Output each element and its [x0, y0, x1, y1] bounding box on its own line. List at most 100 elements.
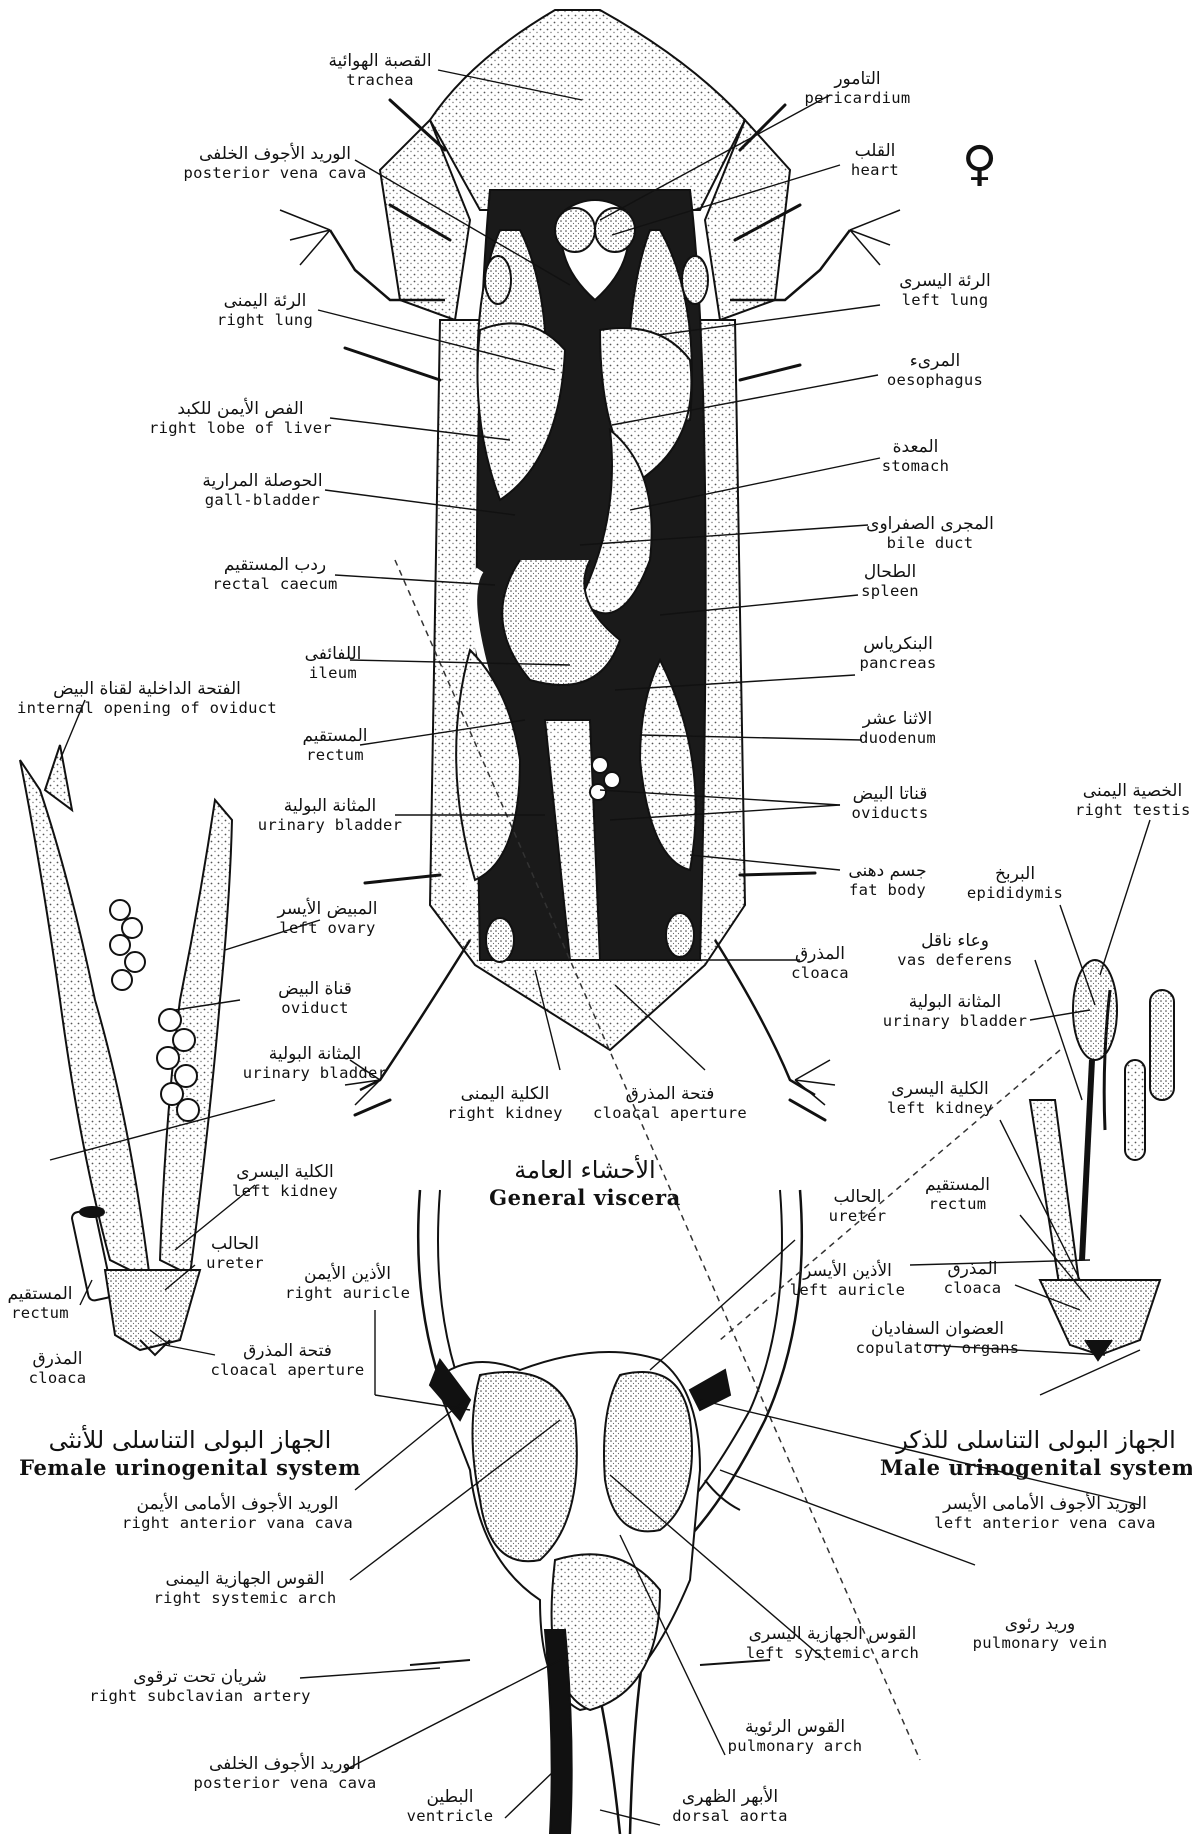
label-mur-ar: الحالب — [820, 1188, 895, 1208]
label-pvc-ar: الوريد الأجوف الخلفى — [170, 145, 380, 165]
label-ra-ar: الأذين الأيمن — [285, 1265, 410, 1285]
label-mr-en: rectum — [915, 1196, 1000, 1214]
label-male-rectum: المستقيمrectum — [915, 1176, 1000, 1213]
title-male-ar: الجهاز البولى التناسلى للذكر — [880, 1425, 1192, 1455]
label-la-ar: الأذين الأيسر — [785, 1262, 910, 1282]
title-female-en: Female urinogenital system — [0, 1455, 380, 1481]
label-da-en: dorsal aorta — [660, 1808, 800, 1826]
female-symbol: ♀ — [962, 140, 997, 188]
label-right-anterior-vena-cava: الوريد الأجوف الأمامى الأيمنright anteri… — [110, 1495, 365, 1532]
label-pv-ar: وريد رئوى — [970, 1615, 1110, 1635]
label-rk-en: right kidney — [440, 1105, 570, 1123]
label-left-lung: الرئة اليسرىleft lung — [895, 272, 995, 309]
label-vent-en: ventricle — [395, 1808, 505, 1826]
label-io-ar: الفتحة الداخلية لقناة البيض — [12, 680, 282, 700]
label-trachea-en: trachea — [300, 72, 460, 90]
label-pa-ar: القوس الرئوية — [720, 1718, 870, 1738]
label-female-urinary-bladder: المثانة البوليةurinary bladder — [240, 1045, 390, 1082]
label-cloaca-ar: المذرق — [780, 945, 860, 965]
label-fr-en: rectum — [0, 1305, 80, 1323]
label-urinary-bladder: المثانة البوليةurinary bladder — [255, 797, 405, 834]
label-mub-en: urinary bladder — [880, 1013, 1030, 1031]
label-left-lung-ar: الرئة اليسرى — [895, 272, 995, 292]
label-lavc-en: left anterior vena cava — [905, 1515, 1185, 1533]
label-trachea-ar: القصبة الهوائية — [300, 52, 460, 72]
label-mub-ar: المثانة البولية — [880, 993, 1030, 1013]
label-cloaca-en: cloaca — [780, 965, 860, 983]
label-fc-ar: المذرق — [20, 1350, 95, 1370]
label-pancreas-ar: البنكرياس — [848, 635, 948, 655]
label-flk-en: left kidney — [225, 1183, 345, 1201]
label-ileum: اللفائفىileum — [298, 645, 368, 682]
label-stomach-en: stomach — [868, 458, 963, 476]
label-duodenum-ar: الاثنا عشر — [845, 710, 950, 730]
label-mlk-en: left kidney — [880, 1100, 1000, 1118]
label-io-en: internal opening of oviduct — [12, 700, 282, 718]
label-male-urinary-bladder: المثانة البوليةurinary bladder — [880, 993, 1030, 1030]
label-fatbody-en: fat body — [840, 882, 935, 900]
label-gall-ar: الحوصلة المرارية — [195, 472, 330, 492]
label-rectum: المستقيمrectum — [295, 727, 375, 764]
label-da-ar: الأبهر الظهرى — [660, 1788, 800, 1808]
label-gall-en: gall-bladder — [195, 492, 330, 510]
title-male-en: Male urinogenital system — [880, 1455, 1192, 1481]
label-mc-en: cloaca — [935, 1280, 1010, 1298]
label-fur-ar: الحالب — [200, 1235, 270, 1255]
label-vd-ar: وعاء ناقل — [895, 932, 1015, 952]
label-la-en: left auricle — [785, 1282, 910, 1300]
label-bile-en: bile duct — [860, 535, 1000, 553]
label-rt-ar: الخصية اليمنى — [1075, 782, 1190, 802]
label-pancreas-en: pancreas — [848, 655, 948, 673]
title-general-viscera: الأحشاء العامة General viscera — [470, 1155, 700, 1211]
label-pericardium-en: pericardium — [795, 90, 920, 108]
label-oviducts-en: oviducts — [840, 805, 940, 823]
label-mc-ar: المذرق — [935, 1260, 1010, 1280]
label-bile-ar: المجرى الصفراوى — [860, 515, 1000, 535]
label-fca-ar: فتحة المذرق — [205, 1342, 370, 1362]
label-fc-en: cloaca — [20, 1370, 95, 1388]
label-lo-ar: المبيض الأيسر — [260, 900, 395, 920]
label-hpvc-en: posterior vena cava — [185, 1775, 385, 1793]
label-liver-ar: الفص الأيمن للكبد — [148, 400, 333, 420]
title-general-ar: الأحشاء العامة — [470, 1155, 700, 1185]
label-rectal-caecum: ردب المستقيمrectal caecum — [205, 556, 345, 593]
label-hpvc-ar: الوريد الأجوف الخلفى — [185, 1755, 385, 1775]
label-ra-en: right auricle — [285, 1285, 410, 1303]
label-ov-en: oviduct — [270, 1000, 360, 1018]
label-ov-ar: قناة البيض — [270, 980, 360, 1000]
label-bile-duct: المجرى الصفراوىbile duct — [860, 515, 1000, 552]
title-male-system: الجهاز البولى التناسلى للذكر Male urinog… — [880, 1425, 1192, 1481]
label-heart-ar: القلب — [840, 142, 910, 162]
label-right-testis: الخصية اليمنىright testis — [1075, 782, 1190, 819]
label-ravc-ar: الوريد الأجوف الأمامى الأيمن — [110, 1495, 365, 1515]
label-male-ureter: الحالبureter — [820, 1188, 895, 1225]
label-pa-en: pulmonary arch — [720, 1738, 870, 1756]
label-oesophagus: المرىءoesophagus — [875, 352, 995, 389]
label-mur-en: ureter — [820, 1208, 895, 1226]
label-rk-ar: الكلية اليمنى — [440, 1085, 570, 1105]
label-pvc-en: posterior vena cava — [170, 165, 380, 183]
label-ravc-en: right anterior vana cava — [110, 1515, 365, 1533]
label-right-lung-en: right lung — [205, 312, 325, 330]
